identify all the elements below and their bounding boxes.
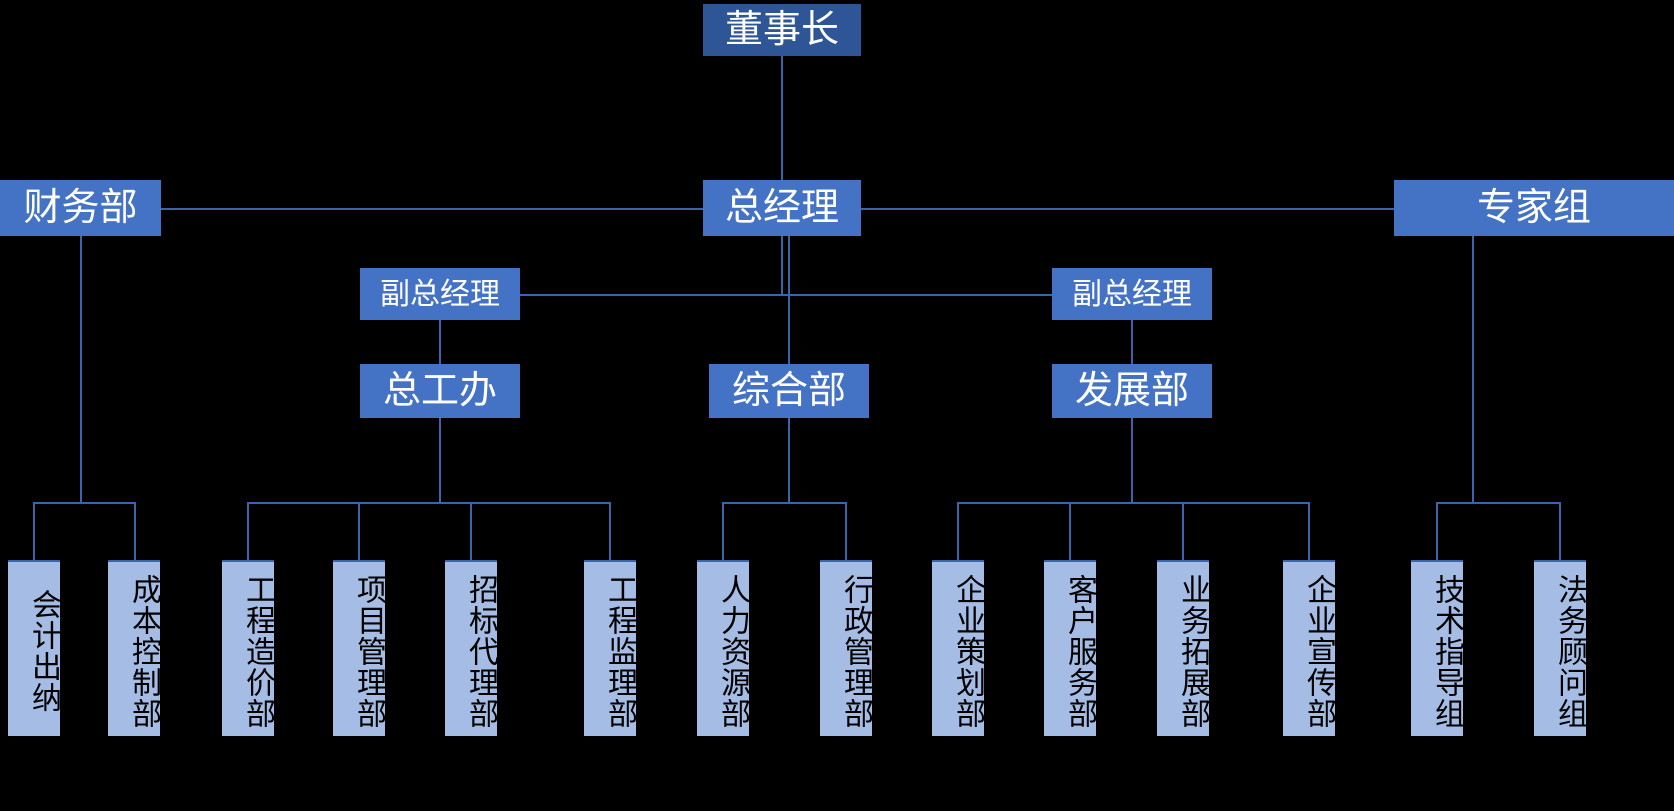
node-cost-control-label: 成本控制部 — [126, 573, 161, 729]
node-cost-control[interactable]: 成本控制部 — [108, 562, 161, 736]
connector-chief-eng-cap-4 — [584, 560, 636, 562]
node-human-resources[interactable]: 人力资源部 — [697, 562, 750, 736]
node-general-manager-label: 总经理 — [724, 185, 839, 230]
connector-development-child-3 — [1182, 502, 1184, 562]
node-comprehensive-dept-label: 综合部 — [731, 368, 846, 413]
node-chief-engineer-office-label: 总工办 — [382, 368, 497, 413]
node-development-dept-label: 发展部 — [1074, 368, 1189, 413]
connector-deputy-right-down — [1131, 320, 1133, 364]
node-administration-label: 行政管理部 — [838, 573, 873, 729]
connector-finance-down — [80, 236, 82, 502]
connector-development-cap-3 — [1157, 560, 1209, 562]
connector-expert-down — [1472, 236, 1474, 502]
node-legal-counsel[interactable]: 法务顾问组 — [1534, 562, 1587, 736]
connector-chief-eng-cap-1 — [222, 560, 274, 562]
node-engineering-cost[interactable]: 工程造价部 — [222, 562, 275, 736]
connector-deputy-left-down — [439, 320, 441, 364]
node-customer-service-label: 客户服务部 — [1062, 573, 1097, 729]
node-expert-group[interactable]: 专家组 — [1394, 180, 1674, 236]
node-technical-guidance[interactable]: 技术指导组 — [1411, 562, 1464, 736]
connector-deputy-bus — [440, 294, 1132, 296]
connector-finance-cap-1 — [8, 560, 60, 562]
connector-chief-eng-child-3 — [470, 502, 472, 562]
node-engineering-cost-label: 工程造价部 — [240, 573, 275, 729]
connector-development-child-2 — [1069, 502, 1071, 562]
connector-comprehensive-cap-2 — [820, 560, 872, 562]
node-chief-engineer-office[interactable]: 总工办 — [360, 364, 520, 418]
connector-finance-bus — [33, 502, 135, 504]
connector-development-cap-1 — [932, 560, 984, 562]
connector-comprehensive-cap-1 — [697, 560, 749, 562]
connector-chief-eng-child-1 — [247, 502, 249, 562]
node-project-management-label: 项目管理部 — [351, 573, 386, 729]
node-human-resources-label: 人力资源部 — [715, 573, 750, 729]
connector-chief-eng-child-4 — [609, 502, 611, 562]
connector-comprehensive-bus — [722, 502, 846, 504]
node-project-management[interactable]: 项目管理部 — [333, 562, 386, 736]
node-enterprise-publicity[interactable]: 企业宣传部 — [1283, 562, 1336, 736]
connector-expert-cap-1 — [1411, 560, 1463, 562]
connector-chief-eng-cap-3 — [445, 560, 497, 562]
node-deputy-gm-right-label: 副总经理 — [1072, 276, 1192, 312]
connector-chief-eng-cap-2 — [333, 560, 385, 562]
node-engineering-supervision-label: 工程监理部 — [602, 573, 637, 729]
connector-development-cap-4 — [1283, 560, 1335, 562]
connector-expert-child-2 — [1559, 502, 1561, 562]
node-business-development-label: 业务拓展部 — [1175, 573, 1210, 729]
connector-development-child-1 — [957, 502, 959, 562]
node-customer-service[interactable]: 客户服务部 — [1044, 562, 1097, 736]
node-development-dept[interactable]: 发展部 — [1052, 364, 1212, 418]
node-deputy-gm-right[interactable]: 副总经理 — [1052, 268, 1212, 320]
node-deputy-gm-left-label: 副总经理 — [380, 276, 500, 312]
node-enterprise-planning[interactable]: 企业策划部 — [932, 562, 985, 736]
node-bidding-agency-label: 招标代理部 — [463, 573, 498, 729]
connector-chief-eng-child-2 — [358, 502, 360, 562]
connector-finance-child-2 — [134, 502, 136, 562]
connector-expert-child-1 — [1436, 502, 1438, 562]
node-comprehensive-dept[interactable]: 综合部 — [709, 364, 869, 418]
connector-gm-down — [781, 236, 783, 294]
node-accounting-cashier[interactable]: 会计出纳 — [8, 562, 61, 736]
node-legal-counsel-label: 法务顾问组 — [1552, 573, 1587, 729]
node-chairman-label: 董事长 — [724, 7, 839, 52]
node-technical-guidance-label: 技术指导组 — [1429, 573, 1464, 729]
connector-development-down — [1131, 418, 1133, 502]
connector-chairman-down — [781, 56, 783, 208]
connector-gm-to-comprehensive — [788, 236, 790, 364]
node-enterprise-planning-label: 企业策划部 — [950, 573, 985, 729]
node-accounting-cashier-label: 会计出纳 — [26, 589, 61, 713]
node-expert-group-label: 专家组 — [1476, 185, 1591, 230]
node-bidding-agency[interactable]: 招标代理部 — [445, 562, 498, 736]
connector-expert-bus — [1436, 502, 1560, 504]
node-administration[interactable]: 行政管理部 — [820, 562, 873, 736]
node-finance-dept-label: 财务部 — [23, 185, 138, 230]
connector-development-bus — [957, 502, 1309, 504]
connector-development-cap-2 — [1044, 560, 1096, 562]
connector-chief-eng-down — [439, 418, 441, 502]
connector-comprehensive-child-2 — [845, 502, 847, 562]
node-business-development[interactable]: 业务拓展部 — [1157, 562, 1210, 736]
connector-comprehensive-down — [788, 418, 790, 502]
node-chairman[interactable]: 董事长 — [703, 4, 861, 56]
connector-chief-eng-bus — [247, 502, 611, 504]
connector-development-child-4 — [1308, 502, 1310, 562]
node-finance-dept[interactable]: 财务部 — [0, 180, 161, 236]
connector-finance-child-1 — [33, 502, 35, 562]
node-general-manager[interactable]: 总经理 — [703, 180, 861, 236]
node-enterprise-publicity-label: 企业宣传部 — [1301, 573, 1336, 729]
node-deputy-gm-left[interactable]: 副总经理 — [360, 268, 520, 320]
connector-expert-cap-2 — [1534, 560, 1586, 562]
connector-finance-cap-2 — [108, 560, 160, 562]
connector-comprehensive-child-1 — [722, 502, 724, 562]
node-engineering-supervision[interactable]: 工程监理部 — [584, 562, 637, 736]
